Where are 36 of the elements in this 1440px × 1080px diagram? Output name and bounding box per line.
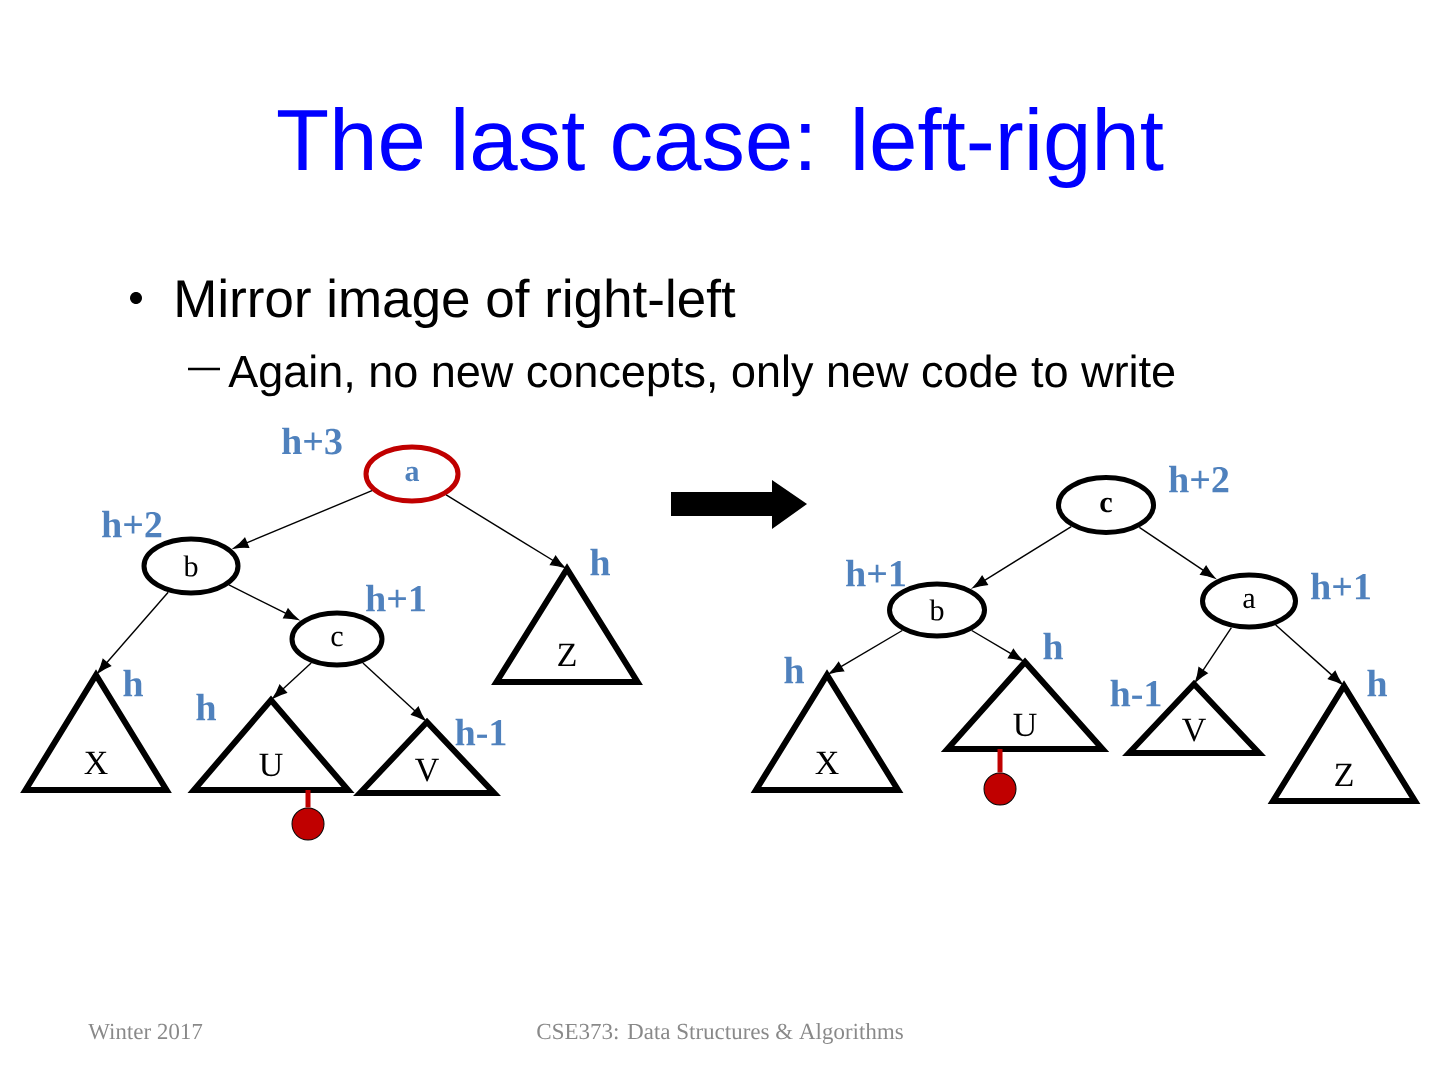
tree-node: b [141,536,241,596]
height-label: h [1043,632,1063,660]
arrow [1138,526,1216,579]
arrow [972,525,1072,589]
tree-node: c [289,610,385,668]
height-label: h-1 [455,718,506,746]
tree-node: c [1056,475,1156,535]
slide-title: The last case: left-right [277,106,1164,189]
node-dot [291,807,325,841]
height-label: h+3 [282,427,342,455]
height-label: h+1 [1311,572,1370,600]
footer-text: Winter 2017 [88,1023,203,1040]
connector-line [305,790,311,808]
arrow [971,629,1024,662]
height-label: h [123,669,143,697]
footer-text: CSE373: Data Structures & Algorithms [537,1023,903,1044]
bullet-text: Mirror image of right-left [177,278,736,328]
height-label: h+2 [102,510,162,538]
arrow [828,629,903,675]
height-label: h-1 [1110,679,1161,707]
tree-node: a [1200,572,1298,630]
height-label: h+2 [1169,465,1229,493]
arrow [228,584,299,621]
arrow [445,494,566,569]
sub-bullet-text: Again, no new concepts, only new code to write [228,354,1175,397]
arrow [1195,626,1233,683]
height-label: h [196,693,216,721]
node-dot [983,772,1017,806]
connector-line [997,749,1003,773]
arrow [97,591,169,674]
arrow [272,662,312,699]
arrow [1275,624,1343,685]
height-label: h+1 [366,584,425,612]
tree-node: a [363,444,461,504]
arrow [362,662,426,721]
arrow [233,489,373,549]
